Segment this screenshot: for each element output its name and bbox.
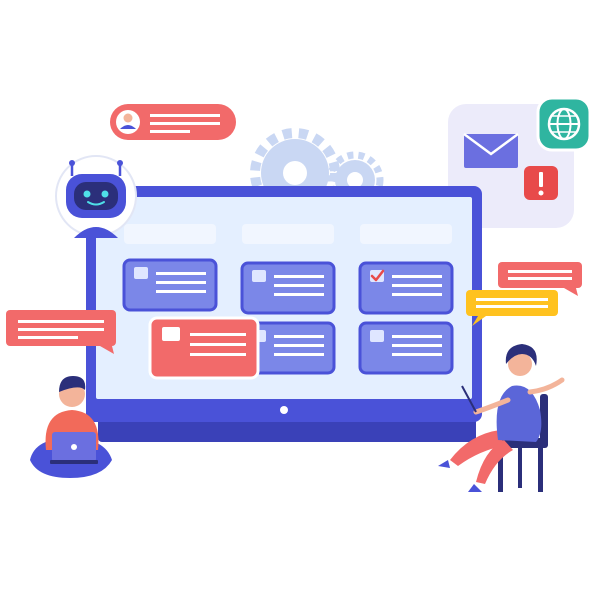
- card: [122, 258, 218, 312]
- card: [358, 261, 454, 315]
- card: [358, 321, 454, 375]
- woman-figure: [438, 344, 565, 492]
- screen-header-bar: [124, 224, 216, 244]
- checkmark-icon: [370, 269, 385, 282]
- globe-icon: [536, 96, 592, 152]
- screen-header-bar: [242, 224, 334, 244]
- chat-bubble: [110, 104, 236, 140]
- screen-header-bar: [360, 224, 452, 244]
- monitor-stand: [98, 418, 476, 442]
- man-figure: [30, 376, 112, 478]
- monitor-power-dot: [280, 406, 288, 414]
- mail-icon: [463, 132, 519, 168]
- chat-bubble: [6, 310, 116, 354]
- card: [240, 261, 336, 315]
- robot-icon: [55, 155, 137, 238]
- chat-bubble: [466, 290, 558, 326]
- alert-icon: [524, 166, 558, 200]
- highlighted-card: [148, 316, 260, 380]
- chat-bubble: [498, 262, 582, 296]
